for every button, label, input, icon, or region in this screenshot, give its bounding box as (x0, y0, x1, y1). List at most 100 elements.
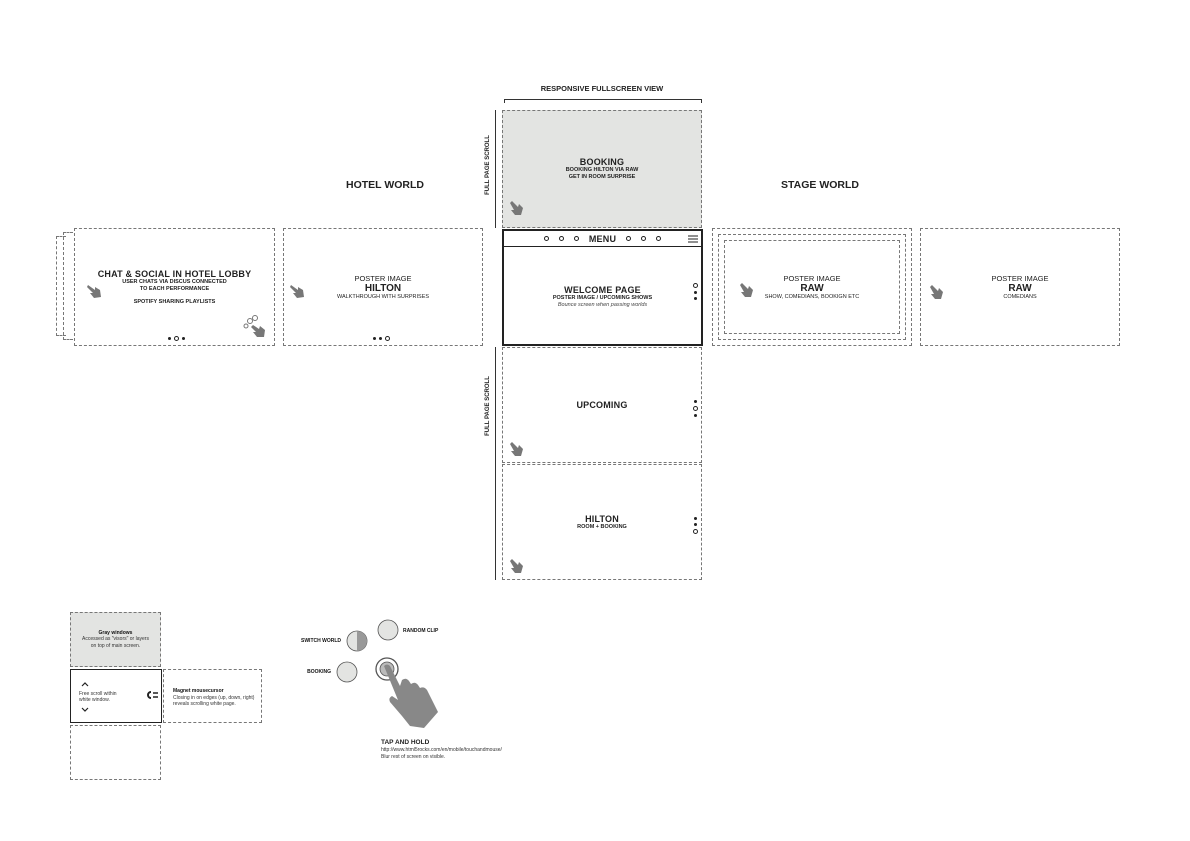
booking-button[interactable] (336, 661, 358, 683)
welcome-title: WELCOME PAGE (564, 284, 641, 295)
menu-dot-icon (656, 236, 662, 241)
raw-poster1-pre: POSTER IMAGE (783, 273, 841, 283)
tap-and-hold-url[interactable]: http://www.html5rocks.com/en/mobile/touc… (381, 747, 502, 753)
raw-poster2-line1: COMEDIANS (1003, 293, 1037, 300)
switch-world-button[interactable] (346, 630, 368, 652)
responsive-label: RESPONSIVE FULLSCREEN VIEW (540, 84, 664, 93)
hand-pointer-icon (510, 201, 523, 215)
tap-and-hold-hand-icon (375, 657, 438, 728)
raw-poster1-title: RAW (800, 282, 824, 294)
legend-gray-line1: Accessed as "visors" or layers (82, 636, 149, 643)
scroll-line-top (495, 110, 496, 228)
raw-poster2-screen[interactable]: POSTER IMAGE RAW COMEDIANS (920, 228, 1120, 346)
indicator-ring (385, 336, 390, 341)
menu-dot-icon (626, 236, 632, 241)
raw-poster2-pre: POSTER IMAGE (991, 273, 1049, 283)
legend-free-line2: white window. (79, 697, 110, 703)
indicator-ring (693, 406, 698, 411)
responsive-bracket (504, 99, 702, 103)
full-page-scroll-label-bottom: FULL PAGE SCROLL (485, 376, 491, 436)
welcome-note: Bounce screen when passing worlds (557, 301, 648, 308)
booking-line2: GET IN ROOM SURPRISE (568, 174, 636, 180)
legend-magnet-line2: reveals scrolling white page. (173, 701, 236, 707)
hotel-world-heading: HOTEL WORLD (346, 179, 424, 191)
legend-gray-title: Gray windows (98, 629, 133, 636)
tap-and-hold-note: Blur rest of screen on visible. (381, 754, 446, 760)
menu-dot-icon (558, 236, 564, 241)
legend-empty-window (70, 725, 161, 780)
menu-label[interactable]: MENU (588, 233, 617, 244)
indicator-dot (694, 291, 697, 294)
chevron-down-icon (81, 707, 89, 712)
welcome-screen[interactable]: MENU WELCOME PAGE POSTER IMAGE / UPCOMIN… (502, 229, 703, 346)
tap-and-hold-title: TAP AND HOLD (381, 739, 430, 746)
hilton-line1: ROOM + BOOKING (577, 523, 627, 530)
legend-white-window: Free scroll within white window. (70, 669, 162, 723)
hand-pointer-icon (290, 285, 304, 298)
indicator-dot (694, 297, 697, 300)
hand-pointer-icon (740, 283, 753, 297)
tap-bubbles-icon (243, 315, 265, 337)
hilton-poster-screen[interactable]: POSTER IMAGE HILTON WALKTHROUGH WITH SUR… (283, 228, 483, 346)
page-indicator[interactable] (693, 517, 698, 534)
booking-screen[interactable]: BOOKING BOOKING HILTON VIA RAW GET IN RO… (502, 110, 702, 228)
legend-free-line1: Free scroll within (79, 691, 117, 697)
indicator-dot (694, 414, 697, 417)
stack-layer (63, 232, 73, 340)
upcoming-screen[interactable]: UPCOMING (502, 347, 702, 463)
legend-gray-line2: on top of main screen. (90, 642, 141, 649)
indicator-dot (379, 337, 382, 340)
random-clip-button[interactable] (377, 619, 399, 641)
legend-magnet-note: Magnet mousecursor Closing in on edges (… (163, 669, 262, 723)
indicator-dot (373, 337, 376, 340)
indicator-ring (174, 336, 179, 341)
raw-poster1-screen[interactable]: POSTER IMAGE RAW SHOW, COMEDIANS, BOOKIG… (724, 240, 900, 334)
hilton-poster-pre: POSTER IMAGE (354, 273, 412, 283)
scroll-line-bottom (495, 347, 496, 580)
legend-magnet-title: Magnet mousecursor (173, 688, 224, 694)
hand-pointer-icon (510, 442, 523, 456)
full-page-scroll-label-top: FULL PAGE SCROLL (485, 135, 491, 195)
menu-dot-icon (543, 236, 549, 241)
hand-pointer-icon (510, 559, 523, 573)
hilton-poster-title: HILTON (364, 282, 402, 294)
indicator-ring (693, 529, 698, 534)
welcome-line1: POSTER IMAGE / UPCOMING SHOWS (552, 294, 653, 301)
chevron-up-icon (81, 682, 89, 687)
chat-line2: TO EACH PERFORMANCE (139, 285, 210, 292)
hand-pointer-icon (87, 285, 101, 298)
menu-dot-icon (573, 236, 579, 241)
indicator-dot (694, 400, 697, 403)
hilton-poster-line1: WALKTHROUGH WITH SURPRISES (336, 293, 430, 300)
booking-title: BOOKING (579, 157, 625, 167)
legend-magnet-line1: Closing in on edges (up, down, right) (173, 694, 255, 701)
indicator-ring (693, 283, 698, 288)
raw-poster-stack-mid (718, 234, 906, 340)
legend-gray-window: Gray windows Accessed as "visors" or lay… (70, 612, 161, 667)
booking-line1: BOOKING HILTON VIA RAW (565, 167, 639, 173)
switch-world-label: SWITCH WORLD (301, 638, 341, 644)
page-indicator[interactable] (168, 336, 185, 341)
chat-title: CHAT & SOCIAL IN HOTEL LOBBY (97, 268, 252, 279)
page-indicator[interactable] (693, 400, 698, 417)
indicator-dot (694, 517, 697, 520)
hilton-title: HILTON (585, 513, 619, 524)
stack-layer (56, 236, 66, 336)
menu-bar[interactable]: MENU (504, 231, 701, 247)
raw-poster-stack-outer (712, 228, 912, 346)
welcome-content: WELCOME PAGE POSTER IMAGE / UPCOMING SHO… (504, 248, 701, 344)
chat-line3: SPOTIFY SHARING PLAYLISTS (133, 298, 216, 305)
raw-poster1-line1: SHOW, COMEDIANS, BOOKIGN ETC (764, 293, 860, 300)
stage-world-heading: STAGE WORLD (781, 179, 859, 191)
indicator-dot (168, 337, 171, 340)
hamburger-icon[interactable] (688, 235, 698, 243)
menu-dot-icon (641, 236, 647, 241)
chat-line1: USER CHATS VIA DISCUS CONNECTED (122, 278, 227, 285)
random-clip-label: RANDOM CLIP (403, 628, 439, 634)
magnet-icon (147, 691, 158, 699)
upcoming-title: UPCOMING (576, 400, 628, 410)
hilton-screen[interactable]: HILTON ROOM + BOOKING (502, 464, 702, 580)
page-indicator[interactable] (373, 336, 390, 341)
page-indicator[interactable] (693, 283, 698, 300)
chat-screen[interactable]: CHAT & SOCIAL IN HOTEL LOBBY USER CHATS … (74, 228, 275, 346)
